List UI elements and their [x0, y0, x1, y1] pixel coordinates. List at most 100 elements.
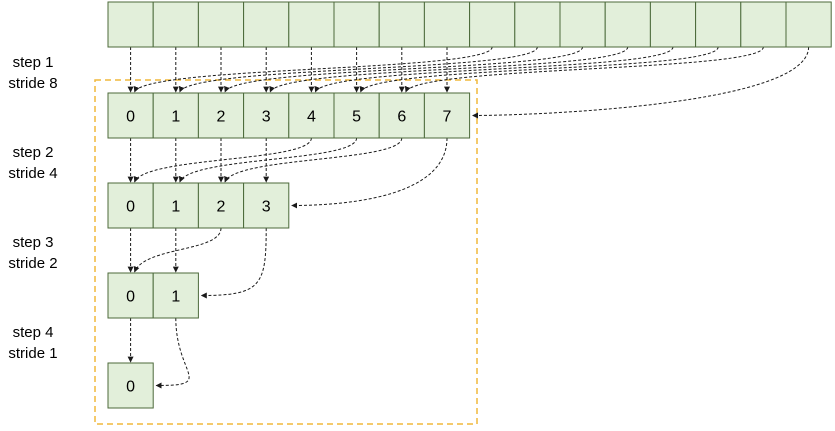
- cell-row3-0: 0: [107, 272, 154, 319]
- cell-box-row0-0: [107, 1, 154, 48]
- cell-box-row0-15: [785, 1, 832, 48]
- cell-row1-2: 2: [197, 92, 245, 139]
- cell-row0-6: [378, 1, 425, 48]
- highlight-frame: [94, 79, 478, 425]
- cell-label-row3-1: 1: [171, 289, 180, 306]
- cell-row2-1: 1: [152, 182, 199, 229]
- cell-label-row1-2: 2: [217, 109, 226, 126]
- cell-box-row1-3: [243, 92, 290, 139]
- cell-row1-5: 5: [333, 92, 380, 139]
- arrow-curved-1-5: [178, 137, 358, 183]
- cell-label-row1-5: 5: [352, 109, 361, 126]
- arrow-curved-1-4: [133, 137, 312, 183]
- cell-row0-11: [604, 1, 651, 48]
- cell-box-row0-9: [514, 1, 561, 48]
- cell-label-row1-0: 0: [126, 109, 135, 126]
- cell-box-row3-1: [152, 272, 199, 319]
- cell-box-row0-14: [740, 1, 787, 48]
- cell-row1-4: 4: [288, 92, 335, 139]
- cell-box-row0-12: [649, 1, 697, 48]
- step-1-stride: stride 8: [8, 75, 57, 92]
- cell-box-row0-11: [604, 1, 651, 48]
- cell-label-row1-4: 4: [307, 109, 316, 126]
- cell-label-row2-3: 3: [262, 199, 271, 216]
- cell-row3-1: 1: [152, 272, 199, 319]
- cell-row0-2: [197, 1, 245, 48]
- step-2-label: step 2: [13, 144, 54, 161]
- cell-box-row1-5: [333, 92, 380, 139]
- arrow-curved-1-7: [291, 137, 448, 209]
- cell-label-row2-2: 2: [217, 199, 226, 216]
- cell-box-row0-6: [378, 1, 425, 48]
- cells: 0 1 2 3 4 5 6 7 0 1 2 3 0 1 0: [107, 1, 832, 409]
- cell-box-row0-10: [559, 1, 606, 48]
- cell-row1-6: 6: [378, 92, 425, 139]
- cell-label-row1-6: 6: [397, 109, 406, 126]
- cell-box-row1-0: [107, 92, 154, 139]
- cell-box-row0-8: [469, 1, 516, 48]
- step-labels: step 1 stride 8 step 2 stride 4 step 3 s…: [8, 54, 57, 362]
- cell-row2-3: 3: [243, 182, 290, 229]
- cell-label-row1-7: 7: [443, 109, 452, 126]
- cell-row0-5: [333, 1, 380, 48]
- cell-row0-4: [288, 1, 335, 48]
- step-4-stride: stride 1: [8, 345, 57, 362]
- cell-row0-15: [785, 1, 832, 48]
- cell-box-row2-0: [107, 182, 154, 229]
- cell-box-row1-4: [288, 92, 335, 139]
- arrow-curved-0-9: [178, 46, 538, 93]
- cell-row0-0: [107, 1, 154, 48]
- cell-row0-8: [469, 1, 516, 48]
- cell-row1-1: 1: [152, 92, 199, 139]
- cell-row1-7: 7: [423, 92, 471, 139]
- arrow-curved-2-2: [133, 227, 222, 273]
- cell-row4-0: 0: [107, 362, 154, 409]
- step-4-label: step 4: [13, 324, 54, 341]
- cell-row0-14: [740, 1, 787, 48]
- cell-box-row4-0: [107, 362, 154, 409]
- step-2-stride: stride 4: [8, 165, 57, 182]
- arrow-curved-0-14: [404, 46, 764, 93]
- arrow-curved-0-15: [472, 46, 810, 119]
- arrow-curved-0-10: [224, 46, 584, 93]
- cell-box-row2-2: [197, 182, 245, 229]
- cell-box-row0-13: [695, 1, 742, 48]
- arrow-curved-1-6: [224, 137, 403, 183]
- cell-label-row4-0: 0: [126, 379, 135, 396]
- cell-box-row1-2: [197, 92, 245, 139]
- cell-box-row2-3: [243, 182, 290, 229]
- arrow-curved-0-8: [133, 46, 493, 93]
- cell-label-row2-0: 0: [126, 199, 135, 216]
- cell-row1-0: 0: [107, 92, 154, 139]
- step-1-label: step 1: [13, 54, 54, 71]
- step-3-label: step 3: [13, 234, 54, 251]
- cell-row0-13: [695, 1, 742, 48]
- cell-label-row2-1: 1: [171, 199, 180, 216]
- cell-row0-1: [152, 1, 199, 48]
- arrow-curved-3-1: [155, 317, 190, 389]
- cell-box-row0-3: [243, 1, 290, 48]
- cell-box-row1-7: [423, 92, 471, 139]
- cell-box-row0-2: [197, 1, 245, 48]
- cell-row0-9: [514, 1, 561, 48]
- cell-row2-2: 2: [197, 182, 245, 229]
- arrow-curved-0-13: [359, 46, 719, 93]
- cell-box-row0-4: [288, 1, 335, 48]
- cell-box-row0-5: [333, 1, 380, 48]
- cell-row0-12: [649, 1, 697, 48]
- arrow-curved-0-12: [314, 46, 674, 93]
- cell-label-row1-1: 1: [171, 109, 180, 126]
- cell-row2-0: 0: [107, 182, 154, 229]
- arrows: [127, 46, 810, 389]
- cell-row1-3: 3: [243, 92, 290, 139]
- cell-row0-10: [559, 1, 606, 48]
- cell-box-row0-1: [152, 1, 199, 48]
- cell-label-row3-0: 0: [126, 289, 135, 306]
- cell-box-row1-6: [378, 92, 425, 139]
- arrow-curved-2-3: [200, 227, 267, 299]
- cell-label-row1-3: 3: [262, 109, 271, 126]
- cell-row0-3: [243, 1, 290, 48]
- cell-box-row3-0: [107, 272, 154, 319]
- step-3-stride: stride 2: [8, 255, 57, 272]
- cell-row0-7: [423, 1, 471, 48]
